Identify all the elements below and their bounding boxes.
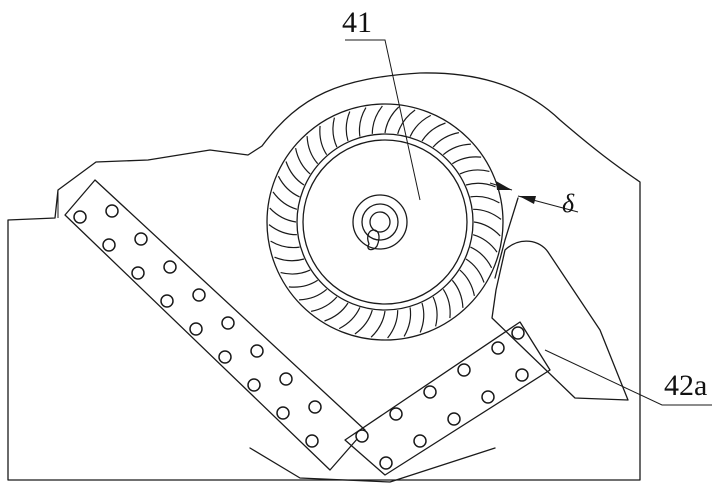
perforation-hole	[102, 238, 116, 252]
perforation-hole	[491, 341, 505, 355]
shaft-core	[369, 211, 391, 233]
fan-blade	[332, 117, 338, 148]
fan-blade	[288, 279, 319, 288]
fan-blade	[421, 122, 446, 142]
perforation-hole	[279, 372, 293, 386]
volute-wall	[491, 240, 629, 401]
fan-blade	[371, 105, 383, 134]
perforation-hole	[379, 456, 393, 470]
fan-blade	[272, 191, 298, 210]
fan-blade	[280, 269, 311, 275]
fan-blade	[442, 143, 471, 156]
fan-blade	[306, 136, 319, 165]
fan-blade	[285, 161, 305, 186]
fan-blade	[274, 256, 305, 262]
fan-blade	[319, 125, 328, 156]
fan-blade	[451, 156, 482, 165]
perforation-hole	[308, 400, 322, 414]
fan-blade	[277, 175, 300, 198]
fan-blade	[354, 309, 373, 335]
fan-label: 41	[342, 6, 372, 39]
fan-blade	[358, 107, 367, 137]
perforation-hole	[250, 344, 264, 358]
fan-callout: 41	[342, 6, 421, 201]
fan-blade	[387, 310, 399, 339]
perforation-hole	[192, 288, 206, 302]
fan-blade	[459, 169, 490, 175]
perforation-hole	[105, 204, 119, 218]
perforation-hole	[457, 363, 471, 377]
fan-blade	[270, 240, 300, 249]
fan-blade	[324, 302, 349, 322]
fan-blade	[310, 296, 338, 312]
fan-blade	[465, 182, 496, 188]
perforation-hole	[423, 385, 437, 399]
perforation-hole	[276, 406, 290, 420]
left-filter-plate	[64, 179, 366, 471]
fan-blade	[473, 221, 501, 237]
perforation-hole	[160, 294, 174, 308]
perforation-hole	[163, 260, 177, 274]
volute-tongue	[494, 197, 519, 279]
gap-dimension: δ	[489, 181, 579, 218]
perforation-hole	[247, 378, 261, 392]
fan-blade	[409, 114, 432, 137]
perforation-hole	[131, 266, 145, 280]
fan-blade	[470, 195, 500, 204]
fan-blade	[442, 288, 451, 319]
perforation-hole	[218, 350, 232, 364]
perforation-hole	[389, 407, 403, 421]
perforation-hole	[305, 434, 319, 448]
fan-blades	[268, 105, 502, 339]
shaft-collar	[361, 203, 399, 241]
right-filter-plate	[344, 321, 551, 476]
fan-blade	[473, 208, 502, 220]
fan-blade	[432, 296, 438, 327]
fan-blade	[384, 106, 400, 134]
right-filter-holes	[355, 326, 529, 470]
perforation-hole	[447, 412, 461, 426]
fan-blade	[451, 279, 464, 308]
perforation-hole	[221, 316, 235, 330]
shaft-housing	[352, 194, 408, 250]
perforation-hole	[189, 322, 203, 336]
fan-blade	[465, 258, 485, 283]
perforation-hole	[73, 210, 87, 224]
perforation-hole	[355, 429, 369, 443]
fan-blade	[459, 269, 475, 297]
fan-outer-ring	[266, 103, 504, 341]
perforation-hole	[413, 434, 427, 448]
drip-tray	[249, 447, 496, 483]
duct-callout: 42a	[544, 349, 712, 406]
perforation-hole	[481, 390, 495, 404]
fan-blade	[269, 207, 297, 223]
perforation-hole	[511, 326, 525, 340]
fan-hub-plate	[302, 139, 468, 305]
shaft-key-mark	[367, 229, 380, 251]
fan-blade	[472, 234, 498, 253]
gap-label: δ	[562, 189, 575, 218]
fan-blade	[295, 147, 311, 175]
perforation-hole	[515, 368, 529, 382]
fan-blade	[338, 307, 361, 330]
fan-blade	[299, 288, 328, 301]
housing-outline	[7, 72, 641, 481]
fan-blade	[432, 132, 460, 148]
duct-label: 42a	[664, 369, 707, 402]
fan-blade	[397, 109, 416, 135]
fan-blade	[470, 246, 493, 269]
left-filter-holes	[73, 204, 322, 448]
fan-wheel	[266, 103, 504, 341]
fan-inner-ring	[296, 133, 474, 311]
fan-blade	[403, 307, 412, 337]
perforation-hole	[134, 232, 148, 246]
fan-blade	[345, 111, 351, 142]
fan-blade	[268, 224, 297, 236]
fan-blade	[419, 302, 425, 333]
fan-blade	[370, 310, 386, 338]
